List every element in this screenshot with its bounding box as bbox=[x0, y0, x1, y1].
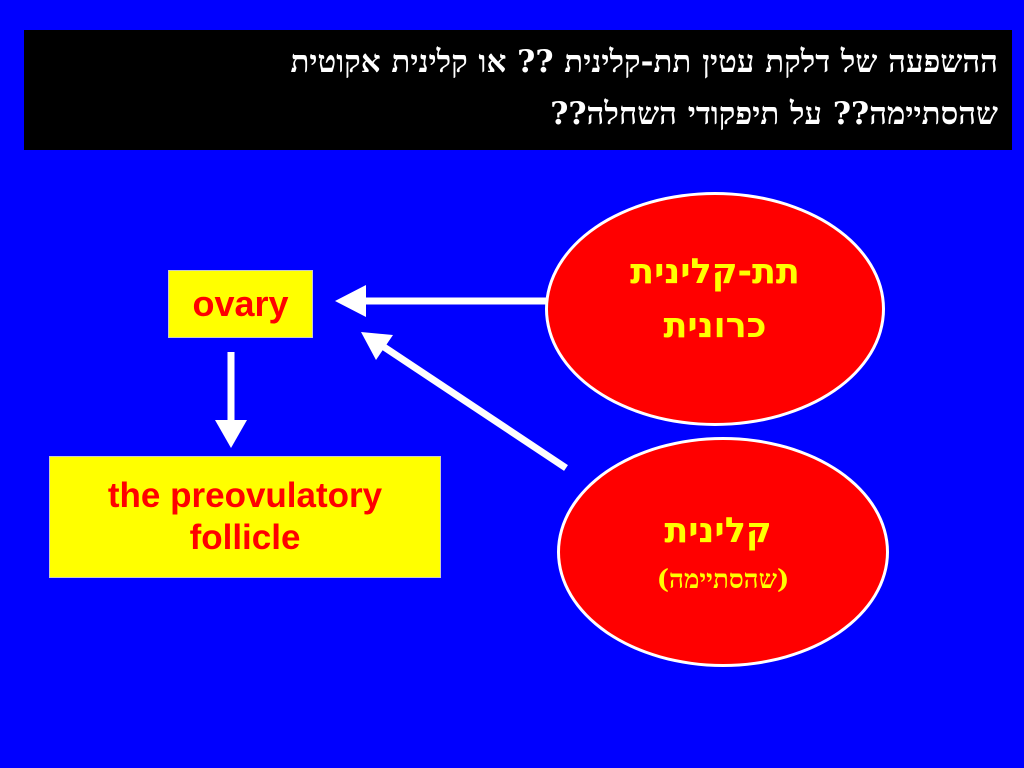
chronic-label-line-1: תת-קלינית bbox=[630, 252, 800, 292]
title-line-1: ההשפעה של דלקת עטין תת-קלינית ?? או קלינ… bbox=[290, 44, 998, 80]
follicle-box: the preovulatory follicle bbox=[49, 456, 441, 578]
clinical-label-line-1: קלינית bbox=[664, 511, 772, 551]
ovary-box: ovary bbox=[168, 270, 313, 338]
title-bar: ההשפעה של דלקת עטין תת-קלינית ?? או קלינ… bbox=[24, 30, 1012, 150]
arrow-ovary-to-follicle bbox=[215, 352, 247, 448]
arrow-clinical-to-ovary bbox=[361, 332, 568, 471]
follicle-label-line-2: follicle bbox=[189, 518, 301, 557]
chronic-label-line-2: כרונית bbox=[663, 306, 767, 346]
follicle-label-line-1: the preovulatory bbox=[107, 476, 383, 515]
clinical-label-line-2: (שהסתיימה) bbox=[656, 565, 790, 595]
ovary-label: ovary bbox=[192, 283, 289, 324]
arrow-chronic-to-ovary bbox=[335, 285, 546, 317]
subclinical-chronic-circle: תת-קלינית כרונית bbox=[545, 192, 885, 426]
title-line-2: שהסתיימה?? על תיפקודי השחלה?? bbox=[550, 96, 998, 132]
clinical-circle: קלינית (שהסתיימה) bbox=[557, 437, 889, 667]
